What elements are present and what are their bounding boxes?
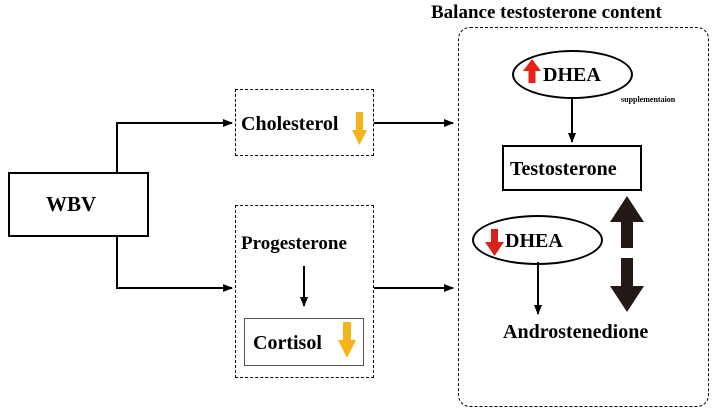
testosterone-label: Testosterone [510, 158, 617, 180]
cholesterol-label: Cholesterol [241, 113, 339, 135]
wbv-box [8, 172, 149, 237]
progesterone-cortisol-box [235, 205, 374, 378]
cortisol-box [244, 318, 364, 366]
cholesterol-box [235, 89, 374, 156]
cortisol-decrease-arrow-icon [338, 322, 356, 358]
dhea-decrease-node [472, 215, 603, 265]
arrow-wbv-to-cholesterol [116, 119, 233, 172]
cholesterol-decrease-arrow-icon [352, 112, 367, 145]
dhea-decrease-label: DHEA [505, 230, 563, 252]
panel-title: Balance testosterone content [431, 2, 662, 23]
androstenedione-label: Androstenedione [503, 321, 649, 343]
conversion-double-arrow [610, 196, 644, 312]
testosterone-box [502, 145, 642, 191]
supplementation-note: supplementaion [621, 95, 676, 104]
cortisol-label: Cortisol [253, 332, 322, 354]
progesterone-label: Progesterone [241, 233, 347, 254]
arrow-wbv-to-progesterone [116, 237, 233, 292]
wbv-label: WBV [46, 192, 97, 216]
dhea-supplement-label: DHEA [543, 64, 601, 86]
balance-panel [458, 27, 709, 407]
dhea-supplement-node [512, 50, 633, 99]
